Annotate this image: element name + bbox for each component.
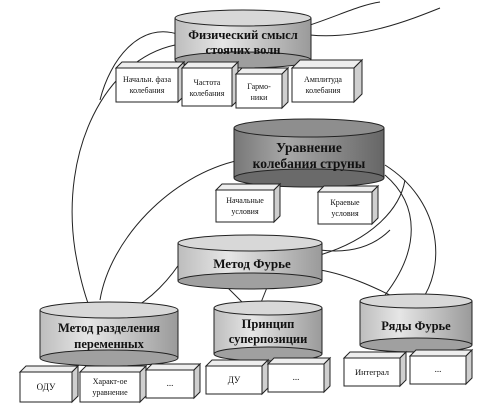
box-label: Краевые <box>330 198 360 207</box>
box-characteristic-equation: Характ-ое уравнение <box>78 364 148 404</box>
box-superposition-more: ... <box>266 356 332 394</box>
box-harmonics: Гармо- ники <box>234 66 290 110</box>
box-label: условия <box>231 207 259 216</box>
box-label: ДУ <box>228 375 241 385</box>
cylinder-string-equation: Уравнение колебания струны <box>233 118 385 188</box>
box-label: ... <box>167 378 174 388</box>
box-de: ДУ <box>204 358 270 396</box>
box-separation-more: ... <box>144 362 202 400</box>
cylinder-separation-of-variables: Метод разделения переменных <box>39 301 179 367</box>
box-label: Частота <box>194 78 221 87</box>
cylinder-label: переменных <box>74 337 144 351</box>
box-label: колебания <box>190 89 225 98</box>
cylinder-fourier-method: Метод Фурье <box>177 234 323 290</box>
box-label: ... <box>435 364 442 374</box>
box-label: колебания <box>306 86 341 95</box>
box-label: уравнение <box>92 388 128 397</box>
box-boundary-conditions: Краевые условия <box>316 184 380 226</box>
box-phase: Начальн. фаза колебания <box>114 60 186 104</box>
box-label: условия <box>331 209 359 218</box>
box-amplitude: Амплитуда колебания <box>290 58 364 104</box>
box-label: ОДУ <box>37 382 56 392</box>
cylinder-physical-meaning: Физический смысл стоячих волн <box>174 9 312 69</box>
box-label: Начальные <box>226 196 264 205</box>
box-label: Интеграл <box>355 367 390 377</box>
cylinder-label: Ряды Фурье <box>381 319 451 333</box>
cylinder-superposition-principle: Принцип суперпозиции <box>213 300 323 362</box>
box-label: ники <box>251 93 268 102</box>
box-initial-conditions: Начальные условия <box>214 182 282 224</box>
box-label: Характ-ое <box>93 377 128 386</box>
box-label: Амплитуда <box>304 75 342 84</box>
box-ode: ОДУ <box>18 364 80 404</box>
box-label: Гармо- <box>247 82 271 91</box>
box-label: ... <box>293 372 300 382</box>
cylinder-label: Метод Фурье <box>213 256 291 271</box>
cylinder-fourier-series: Ряды Фурье <box>359 293 473 353</box>
cylinder-label: колебания струны <box>253 156 366 171</box>
box-integral: Интеграл <box>342 350 408 388</box>
box-label: колебания <box>130 86 165 95</box>
cylinder-label: Принцип <box>242 317 295 331</box>
cylinder-label: Метод разделения <box>58 321 160 335</box>
box-frequency: Частота колебания <box>180 60 240 108</box>
cylinder-label: стоячих волн <box>206 43 281 57</box>
cylinder-label: Уравнение <box>276 140 342 155</box>
cylinder-label: суперпозиции <box>229 332 308 346</box>
box-series-more: ... <box>408 348 474 386</box>
box-label: Начальн. фаза <box>123 75 171 84</box>
cylinder-label: Физический смысл <box>188 28 298 42</box>
